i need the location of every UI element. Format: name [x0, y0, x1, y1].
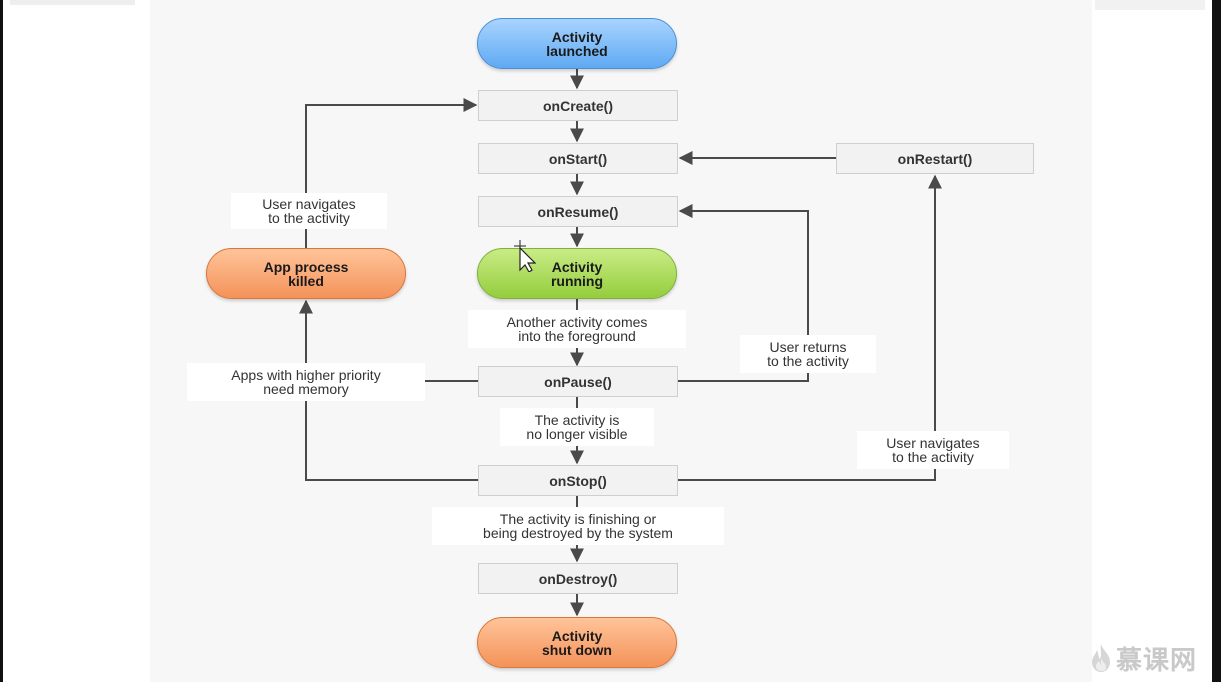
flame-logo-icon	[1092, 644, 1110, 672]
node-app-process-killed-label: App process killed	[263, 258, 349, 289]
node-onpause: onPause()	[478, 366, 678, 397]
node-oncreate: onCreate()	[478, 90, 678, 121]
label-higher-priority-text: Apps with higher priority need memory	[231, 367, 381, 397]
label-user-returns-text: User returns to the activity	[767, 339, 849, 369]
label-finishing-text: The activity is finishing or being destr…	[483, 511, 673, 541]
label-user-returns: User returns to the activity	[740, 335, 876, 373]
edge-onstop-onrestart	[678, 174, 942, 481]
label-user-navigates-right: User navigates to the activity	[857, 431, 1009, 469]
node-onrestart: onRestart()	[836, 143, 1034, 174]
edge-onpause-onresume	[678, 204, 809, 382]
node-activity-launched-label: Activity launched	[546, 28, 608, 59]
top-left-artifact	[10, 0, 135, 5]
right-frame-edge	[1212, 0, 1221, 682]
label-user-navigates-right-text: User navigates to the activity	[886, 435, 980, 465]
left-frame-edge	[0, 0, 3, 682]
node-activity-running-label: Activity running	[550, 258, 604, 289]
node-onresume: onResume()	[478, 196, 678, 227]
label-another-activity: Another activity comes into the foregrou…	[468, 310, 686, 348]
mouse-cursor-icon	[514, 240, 536, 272]
label-finishing: The activity is finishing or being destr…	[432, 507, 724, 545]
label-user-navigates-top: User navigates to the activity	[231, 193, 387, 229]
edge-onstop-killed	[305, 381, 478, 481]
node-activity-shut-down-label: Activity shut down	[542, 627, 612, 658]
watermark-text: 慕课网	[1116, 644, 1198, 675]
node-activity-running: Activity running	[477, 248, 677, 299]
node-onstart: onStart()	[478, 143, 678, 174]
label-higher-priority: Apps with higher priority need memory	[187, 363, 425, 401]
node-ondestroy: onDestroy()	[478, 563, 678, 594]
top-right-artifact	[1095, 0, 1205, 10]
node-activity-launched: Activity launched	[477, 18, 677, 69]
label-another-activity-text: Another activity comes into the foregrou…	[506, 314, 648, 344]
node-onstop: onStop()	[478, 465, 678, 496]
node-activity-shut-down: Activity shut down	[477, 617, 677, 668]
label-no-longer-visible: The activity is no longer visible	[500, 408, 654, 446]
label-no-longer-visible-text: The activity is no longer visible	[526, 412, 628, 442]
watermark: 慕课网	[1090, 641, 1197, 675]
node-app-process-killed: App process killed	[206, 248, 406, 299]
label-user-navigates-top-text: User navigates to the activity	[262, 196, 356, 226]
